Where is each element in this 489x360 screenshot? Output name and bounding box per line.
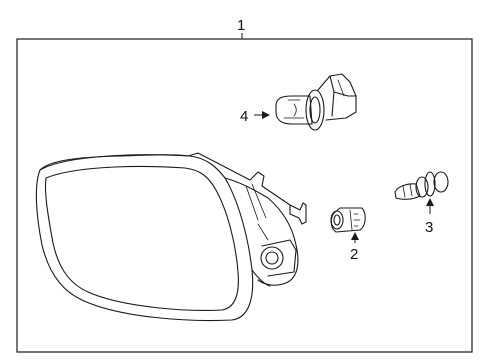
bulb-socket-part [330,207,366,233]
fog-lamp-housing [35,152,307,322]
callout-3: 3 [425,198,434,236]
callout-4: 4 [240,108,270,125]
callout-1-label: 1 [237,17,245,34]
diagram-frame [16,38,473,353]
callout-2-arrowhead [351,232,359,240]
callout-3-label: 3 [425,219,433,236]
callout-4-label: 4 [240,108,248,125]
callout-3-arrowhead [426,198,434,206]
callout-4-arrowhead [262,111,270,119]
halogen-bulb-part [275,73,357,131]
callout-1: 1 [237,17,245,39]
callout-2-label: 2 [350,246,358,263]
wedge-bulb-part [394,171,449,200]
callout-2: 2 [350,232,359,263]
